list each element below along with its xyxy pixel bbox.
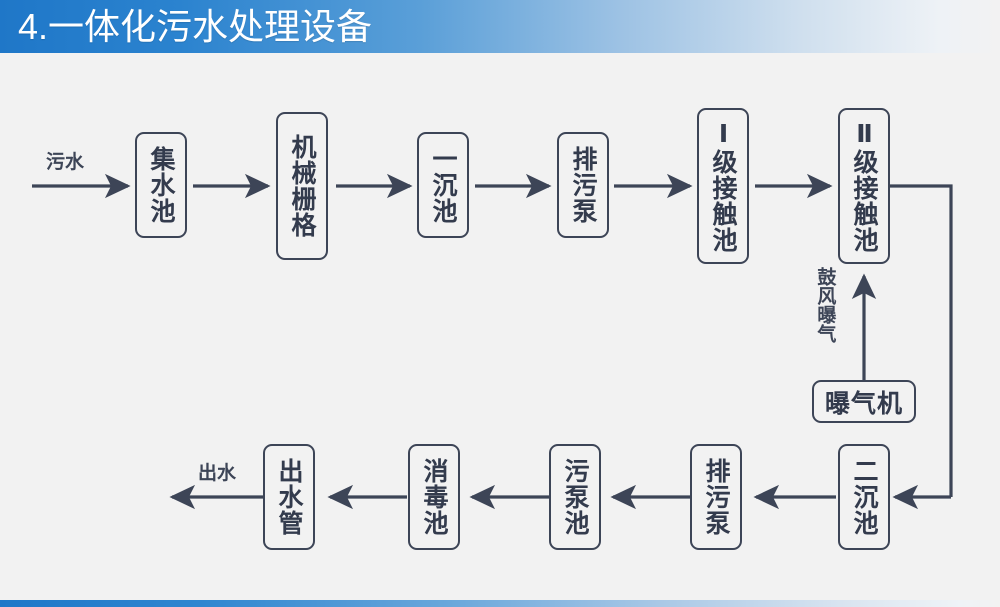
node-aerator[interactable]: 曝气机	[812, 380, 916, 423]
node-mechanical-grate[interactable]: 机械栅格	[276, 112, 328, 260]
node-label: 集水池	[147, 146, 175, 224]
node-label: 排污泵	[569, 146, 597, 224]
node-label: 曝气机	[824, 389, 903, 418]
label-outlet: 出水	[198, 463, 237, 484]
node-contact-tank-2[interactable]: Ⅱ级接触池	[838, 108, 890, 264]
node-label: 消毒池	[420, 458, 448, 536]
node-label: 一沉池	[429, 146, 457, 224]
node-sewage-pump-2[interactable]: 排污泵	[690, 444, 742, 550]
page-title: 4.一体化污水处理设备	[18, 6, 373, 47]
node-label: Ⅱ级接触池	[850, 119, 878, 253]
node-label: 排污泵	[702, 458, 730, 536]
node-label: Ⅰ级接触池	[709, 119, 737, 253]
label-inlet: 污水	[46, 152, 85, 173]
slide-header-bar: 4.一体化污水处理设备	[0, 0, 1000, 53]
node-disinfection-tank[interactable]: 消毒池	[408, 444, 460, 550]
node-outlet-pipe[interactable]: 出水管	[263, 444, 315, 550]
node-label: 污泵池	[561, 458, 589, 536]
node-label: 二沉池	[850, 458, 878, 536]
node-label: 机械栅格	[288, 134, 316, 238]
flow-diagram: 集水池 机械栅格 一沉池 排污泵 Ⅰ级接触池 Ⅱ级接触池 曝气机 出水管 消毒池	[0, 53, 1000, 600]
node-primary-settler[interactable]: 一沉池	[417, 132, 469, 238]
connector-contact2-to-settler-vertical	[889, 184, 953, 497]
node-sewage-pump-1[interactable]: 排污泵	[557, 132, 609, 238]
node-label: 出水管	[275, 458, 303, 536]
node-secondary-settler[interactable]: 二沉池	[838, 444, 890, 550]
node-collection-tank[interactable]: 集水池	[135, 132, 187, 238]
node-sludge-pump-tank[interactable]: 污泵池	[549, 444, 601, 550]
label-aeration: 鼓风曝气	[814, 267, 836, 343]
node-contact-tank-1[interactable]: Ⅰ级接触池	[697, 108, 749, 264]
connector-layer	[32, 173, 953, 510]
slide-footer-bar	[0, 600, 1000, 607]
